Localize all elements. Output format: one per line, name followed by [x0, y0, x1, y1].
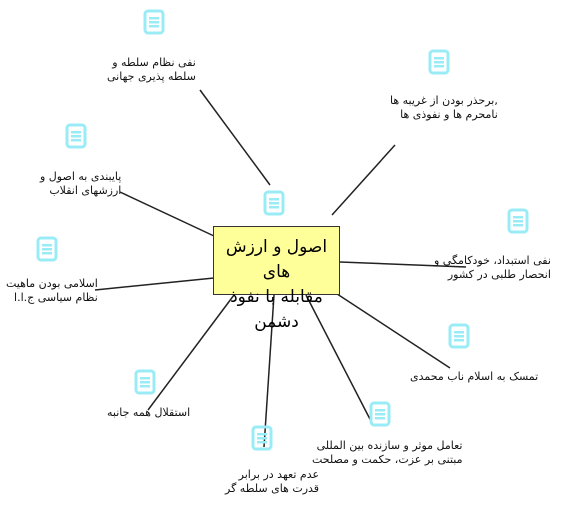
node-label-line: تمسک به اسلام ناب محمدی	[410, 370, 539, 383]
note-icon[interactable]	[448, 323, 470, 349]
note-icon[interactable]	[507, 208, 529, 234]
connector-n2	[331, 144, 396, 216]
central-topic-line: اصول و ارزش های	[225, 237, 328, 282]
node-label-line: عدم تعهد در برابر	[238, 468, 320, 481]
note-icon[interactable]	[369, 401, 391, 427]
node-label[interactable]: ,برحذر بودن از غریبه ها نامحرم ها و نفوذ…	[390, 94, 498, 122]
connector-n3	[119, 191, 215, 237]
connector-n6	[327, 287, 451, 369]
node-label-line: ,برحذر بودن از غریبه ها	[390, 94, 498, 107]
node-label-line: مبتنی بر عزت، حکمت و مصلحت	[312, 453, 463, 466]
node-label-line: پایبندی به اصول و	[40, 170, 122, 183]
node-label-line: نظام سیاسی ج.ا.ا	[14, 291, 98, 304]
node-label[interactable]: نفی نظام سلطه و سلطه پذیری جهانی	[107, 56, 196, 84]
connector-n9	[263, 294, 275, 448]
note-icon[interactable]	[251, 425, 273, 451]
note-icon[interactable]	[428, 49, 450, 75]
node-label[interactable]: عدم تعهد در برابر قدرت های سلطه گر	[225, 468, 319, 496]
node-label-line: نامحرم ها و نفوذی ها	[400, 108, 498, 121]
node-label[interactable]: تمسک به اسلام ناب محمدی	[410, 370, 538, 384]
node-label-line: قدرت های سلطه گر	[225, 482, 320, 495]
node-label-line: سلطه پذیری جهانی	[107, 70, 196, 83]
note-icon[interactable]	[143, 9, 165, 35]
note-icon[interactable]	[36, 236, 58, 262]
node-label[interactable]: نفی استبداد، خودکامگی و انحصار طلبی در ک…	[434, 254, 551, 282]
connector-n8	[305, 294, 374, 426]
note-icon[interactable]	[65, 123, 87, 149]
node-label-line: انحصار طلبی در کشور	[447, 268, 551, 281]
node-label-line: ارزشهای انقلاب	[49, 184, 122, 197]
node-label-line: نفی استبداد، خودکامگی و	[434, 254, 551, 267]
node-label[interactable]: استقلال همه جانبه	[107, 406, 190, 420]
node-label[interactable]: پایبندی به اصول و ارزشهای انقلاب	[40, 170, 121, 198]
node-label-line: تعامل موثر و سازنده بین المللی	[316, 439, 463, 452]
connector-n7	[147, 294, 235, 411]
node-label-line: اسلامی بودن ماهیت	[6, 277, 98, 290]
node-label[interactable]: تعامل موثر و سازنده بین المللی مبتنی بر …	[312, 439, 463, 467]
central-topic[interactable]: اصول و ارزش های مقابله با نفوذ دشمن	[213, 226, 340, 332]
connector-n4	[339, 261, 467, 268]
node-label-line: نفی نظام سلطه و	[112, 56, 196, 69]
note-icon[interactable]	[134, 369, 156, 395]
central-topic-line: مقابله با نفوذ دشمن	[230, 287, 323, 332]
note-icon[interactable]	[263, 190, 285, 216]
connector-n1	[199, 89, 271, 186]
node-label[interactable]: اسلامی بودن ماهیت نظام سیاسی ج.ا.ا	[6, 277, 98, 305]
connector-n5	[94, 277, 215, 291]
node-label-line: استقلال همه جانبه	[107, 406, 191, 419]
